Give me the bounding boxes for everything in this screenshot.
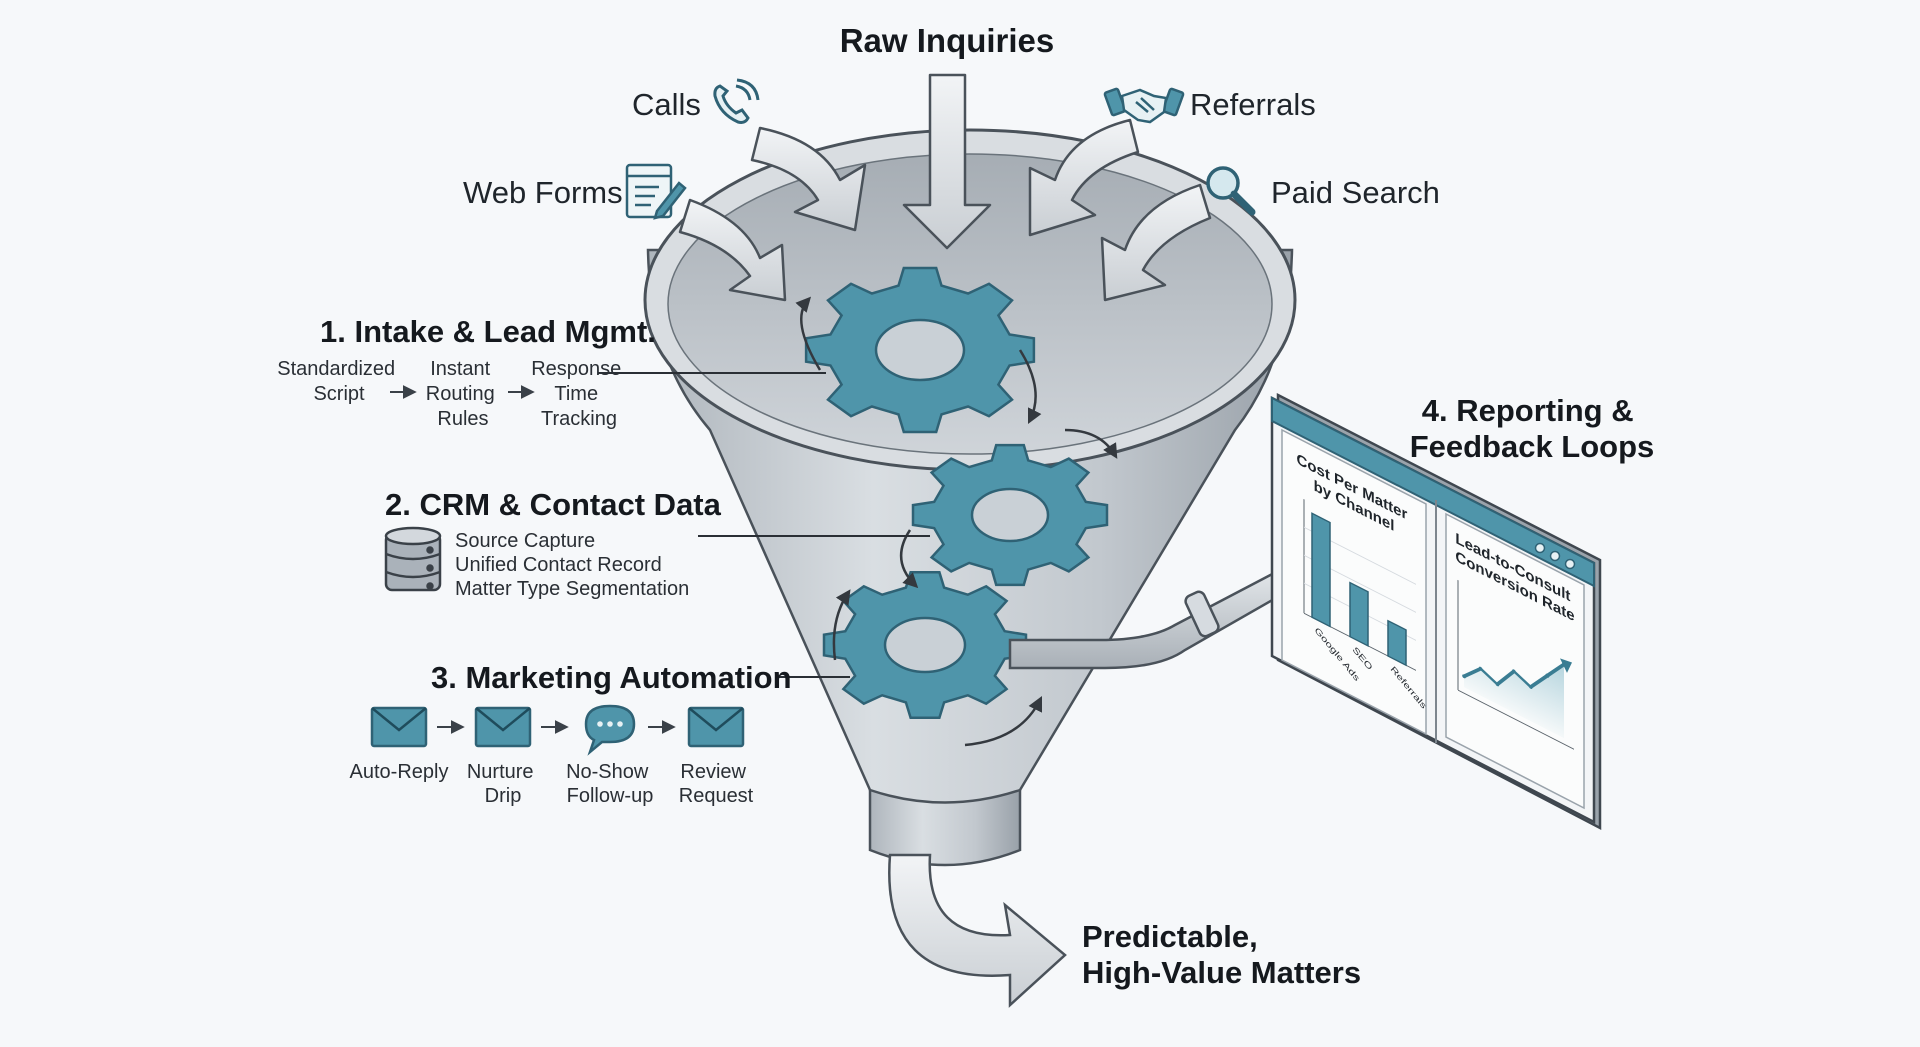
step-4-title-line-2: Feedback Loops xyxy=(1410,429,1655,464)
automation-items: Auto-Reply Nurture Drip No-Show Follow-u… xyxy=(350,704,754,807)
output-label-line-2: High-Value Matters xyxy=(1082,955,1361,990)
diagram-title: Raw Inquiries xyxy=(840,22,1055,59)
referrals-arrow xyxy=(1028,118,1140,237)
intake-item-2-line-3: Rules xyxy=(437,408,488,430)
input-arrows xyxy=(678,73,1212,302)
intake-item-1-line-2: Script xyxy=(313,383,365,405)
bar-google-ads xyxy=(1311,512,1331,628)
web-forms-arrow xyxy=(678,198,787,302)
raw-inquiries-arrow xyxy=(902,73,992,250)
gear-icon xyxy=(911,443,1109,587)
bar-seo xyxy=(1349,581,1369,647)
automation-item-3-line-2: Follow-up xyxy=(567,785,654,807)
automation-item-3: No-Show Follow-up xyxy=(566,761,654,807)
intake-item-2-line-1: Instant xyxy=(430,358,490,380)
source-label-web-forms: Web Forms xyxy=(463,175,623,210)
output-arrow xyxy=(888,853,1067,1008)
data-point xyxy=(1495,682,1500,687)
gear-icon xyxy=(804,266,1036,434)
calls-arrow xyxy=(750,126,867,232)
intake-item-2-line-2: Routing xyxy=(426,383,495,405)
step-4-title: 4. Reporting & Feedback Loops xyxy=(1410,393,1655,464)
trend-arrowhead xyxy=(1560,658,1572,673)
automation-item-3-line-1: No-Show xyxy=(566,761,649,783)
output-label: Predictable, High-Value Matters xyxy=(1082,919,1361,990)
crm-item-2: Unified Contact Record xyxy=(455,554,662,576)
output-label-line-1: Predictable, xyxy=(1082,919,1258,954)
data-point xyxy=(1545,673,1550,678)
intake-item-3: Response Time Tracking xyxy=(531,358,627,430)
source-label-referrals: Referrals xyxy=(1190,87,1316,122)
chat-bubble-icon xyxy=(584,704,636,756)
step-3-title: 3. Marketing Automation xyxy=(431,660,792,695)
automation-item-2-line-1: Nurture xyxy=(467,761,534,783)
source-label-paid-search: Paid Search xyxy=(1271,175,1440,210)
database-icon xyxy=(384,526,442,592)
paid-search-arrow xyxy=(1100,183,1212,302)
intake-item-1-line-1: Standardized xyxy=(277,358,395,380)
automation-item-2-line-2: Drip xyxy=(485,785,522,807)
intake-item-3-line-3: Tracking xyxy=(541,408,617,430)
crm-item-3: Matter Type Segmentation xyxy=(455,578,689,600)
envelope-icon xyxy=(687,706,745,748)
crm-items: Source Capture Unified Contact Record Ma… xyxy=(455,530,689,600)
automation-item-1: Auto-Reply xyxy=(350,761,449,783)
data-pipe xyxy=(1008,568,1292,670)
web-form-icon xyxy=(625,163,687,220)
intake-item-3-line-2: Time xyxy=(554,383,598,405)
automation-item-1-line-1: Auto-Reply xyxy=(350,761,449,783)
crm-item-1: Source Capture xyxy=(455,530,595,552)
data-point xyxy=(1528,684,1533,690)
step-1-title: 1. Intake & Lead Mgmt. xyxy=(320,314,656,349)
step-4-title-line-1: 4. Reporting & xyxy=(1422,393,1634,428)
automation-item-4: Review Request xyxy=(679,761,754,807)
data-point xyxy=(1478,666,1483,671)
step-2-title: 2. CRM & Contact Data xyxy=(385,487,722,522)
phone-icon xyxy=(713,78,760,124)
intake-item-1: Standardized Script xyxy=(277,358,400,405)
automation-item-4-line-1: Review xyxy=(680,761,746,783)
data-point xyxy=(1462,674,1466,679)
data-point xyxy=(1512,669,1516,674)
intake-item-2: Instant Routing Rules xyxy=(426,358,501,430)
envelope-icon xyxy=(474,706,532,748)
gear-icon xyxy=(822,571,1028,719)
handshake-icon xyxy=(1103,87,1185,124)
envelope-icon xyxy=(370,706,428,748)
automation-item-4-line-2: Request xyxy=(679,785,754,807)
intake-item-3-line-1: Response xyxy=(531,358,621,380)
reporting-dashboard: Cost Per Matter by Channel Google AdsSEO… xyxy=(1270,392,1602,831)
source-label-calls: Calls xyxy=(632,87,701,122)
intake-items: Standardized Script Instant Routing Rule… xyxy=(277,358,627,430)
bar-referrals xyxy=(1387,619,1407,667)
automation-item-2: Nurture Drip xyxy=(467,761,539,807)
process-gears xyxy=(795,266,1118,747)
magnifier-icon xyxy=(1206,166,1256,216)
